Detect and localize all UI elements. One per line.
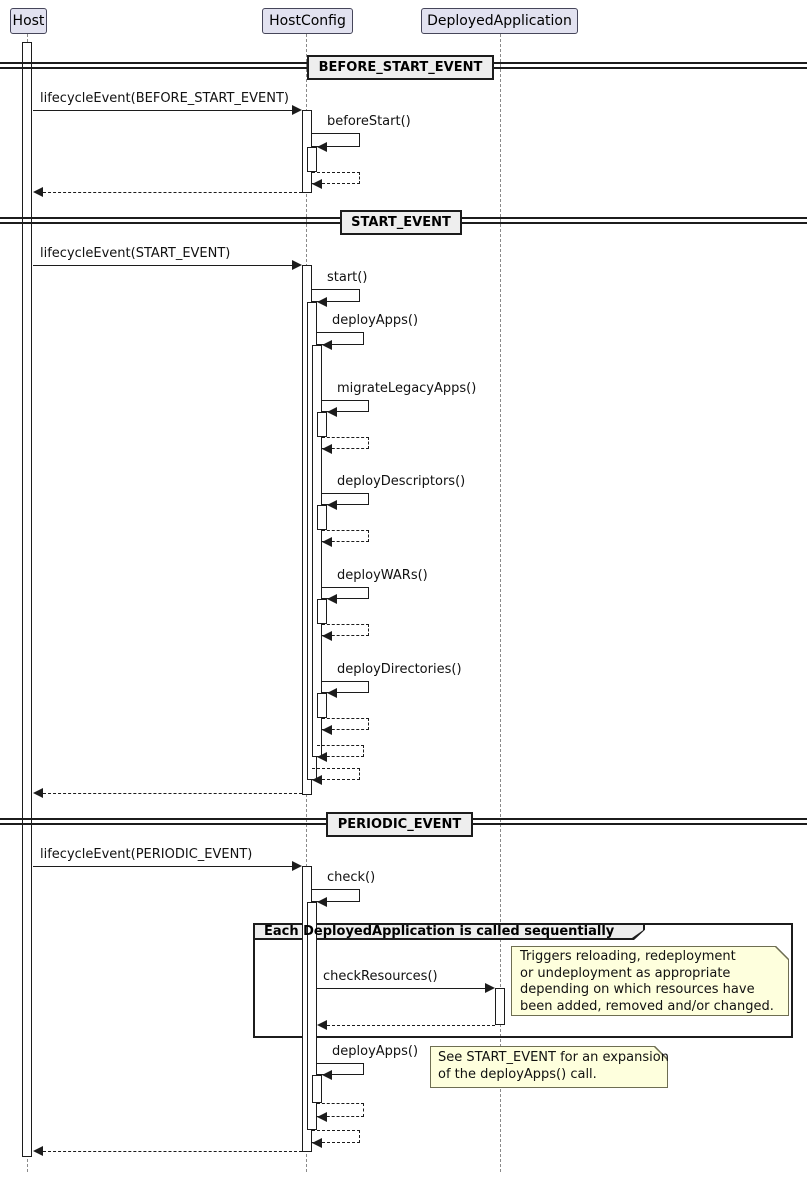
participant-hostconfig: HostConfig — [262, 8, 353, 34]
self-message — [312, 133, 360, 147]
message-label: deployDescriptors() — [337, 474, 466, 489]
self-message — [312, 889, 360, 902]
message-label: lifecycleEvent(PERIODIC_EVENT) — [40, 847, 253, 862]
arrow-head — [292, 105, 302, 115]
self-return — [312, 1130, 360, 1143]
note-text: Triggers reloading, redeployment or unde… — [520, 949, 774, 1015]
message-label: lifecycleEvent(START_EVENT) — [40, 246, 231, 261]
divider-label: START_EVENT — [351, 215, 451, 230]
message-label: beforeStart() — [327, 114, 411, 129]
self-return — [322, 718, 369, 730]
participant-deployedapplication: DeployedApplication — [421, 8, 578, 34]
message-line — [33, 265, 292, 266]
self-message — [322, 400, 369, 412]
participant-label: DeployedApplication — [427, 13, 572, 29]
arrow-head — [322, 725, 332, 735]
self-return — [317, 745, 364, 757]
activation-bar-deploydirectories — [317, 693, 327, 718]
arrow-head — [312, 775, 322, 785]
arrow-head — [312, 179, 322, 189]
return-line — [327, 1025, 495, 1026]
arrow-head — [322, 631, 332, 641]
return-line — [43, 192, 302, 193]
arrow-head — [317, 297, 327, 307]
group-header — [255, 925, 643, 938]
note-check-resources — [512, 947, 788, 1015]
message-line — [33, 110, 292, 111]
arrow-head — [327, 594, 337, 604]
self-return — [317, 1103, 364, 1117]
activation-bar-deployedapplication — [495, 988, 505, 1025]
self-return — [312, 768, 360, 780]
arrow-head — [317, 752, 327, 762]
note-deploy-apps — [431, 1047, 667, 1087]
arrow-head — [327, 407, 337, 417]
arrow-head — [317, 1020, 327, 1030]
divider-start-event: START_EVENT — [340, 210, 462, 235]
arrow-head — [317, 897, 327, 907]
arrow-head — [33, 187, 43, 197]
note-line: of the deployApps() call. — [438, 1066, 597, 1082]
message-label: migrateLegacyApps() — [337, 381, 477, 396]
divider-before-start-event: BEFORE_START_EVENT — [307, 55, 494, 80]
self-message — [317, 332, 364, 345]
self-message — [322, 587, 369, 599]
divider-label: BEFORE_START_EVENT — [318, 60, 483, 75]
arrow-head — [485, 983, 495, 993]
message-label: deployApps() — [332, 1044, 419, 1059]
arrow-head — [327, 688, 337, 698]
activation-bar-deploywars — [317, 599, 327, 624]
self-return — [312, 172, 360, 184]
arrow-head — [317, 142, 327, 152]
activation-bar-host — [22, 42, 32, 1157]
arrow-head — [322, 444, 332, 454]
group-label: Each DeployedApplication is called seque… — [264, 924, 615, 939]
activation-bar-check — [307, 902, 317, 1130]
arrow-head — [33, 788, 43, 798]
message-line — [317, 988, 485, 989]
participant-label: Host — [12, 13, 45, 29]
note-line: See START_EVENT for an expansion — [438, 1050, 669, 1065]
note-line: Triggers reloading, redeployment — [520, 949, 736, 964]
activation-bar-beforestart — [307, 147, 317, 172]
arrow-head — [322, 537, 332, 547]
self-message — [312, 289, 360, 302]
message-label: start() — [327, 270, 368, 285]
note-line: depending on which resources have — [520, 982, 755, 997]
lifeline-deployedapplication — [500, 34, 501, 1172]
self-message — [322, 681, 369, 693]
message-label: checkResources() — [323, 969, 438, 984]
arrow-head — [33, 1146, 43, 1156]
self-return — [322, 437, 369, 449]
activation-bar-deploydescriptors — [317, 505, 327, 530]
note-line: or undeployment as appropriate — [520, 965, 731, 981]
self-message — [317, 1063, 364, 1075]
note-text: See START_EVENT for an expansion of the … — [438, 1050, 669, 1083]
message-label: deployApps() — [332, 313, 419, 328]
arrow-head — [312, 1138, 322, 1148]
participant-label: HostConfig — [269, 13, 346, 29]
arrow-head — [292, 260, 302, 270]
message-label: lifecycleEvent(BEFORE_START_EVENT) — [40, 91, 289, 106]
arrow-head — [322, 1070, 332, 1080]
self-message — [322, 493, 369, 505]
arrow-head — [322, 340, 332, 350]
participant-host: Host — [10, 8, 47, 34]
arrow-head — [327, 500, 337, 510]
self-return — [322, 530, 369, 542]
activation-bar-migratelegacyapps — [317, 412, 327, 437]
message-line — [33, 866, 292, 867]
divider-label: PERIODIC_EVENT — [337, 817, 462, 832]
activation-bar-deployapps-periodic — [312, 1075, 322, 1103]
message-label: check() — [327, 870, 376, 885]
message-label: deployWARs() — [337, 568, 428, 583]
arrow-head — [317, 1112, 327, 1122]
arrow-head — [292, 861, 302, 871]
note-line: been added, removed and/or changed. — [520, 998, 774, 1014]
return-line — [43, 1151, 302, 1152]
divider-periodic-event: PERIODIC_EVENT — [326, 812, 473, 837]
self-return — [322, 624, 369, 636]
return-line — [43, 793, 302, 794]
message-label: deployDirectories() — [337, 662, 462, 677]
